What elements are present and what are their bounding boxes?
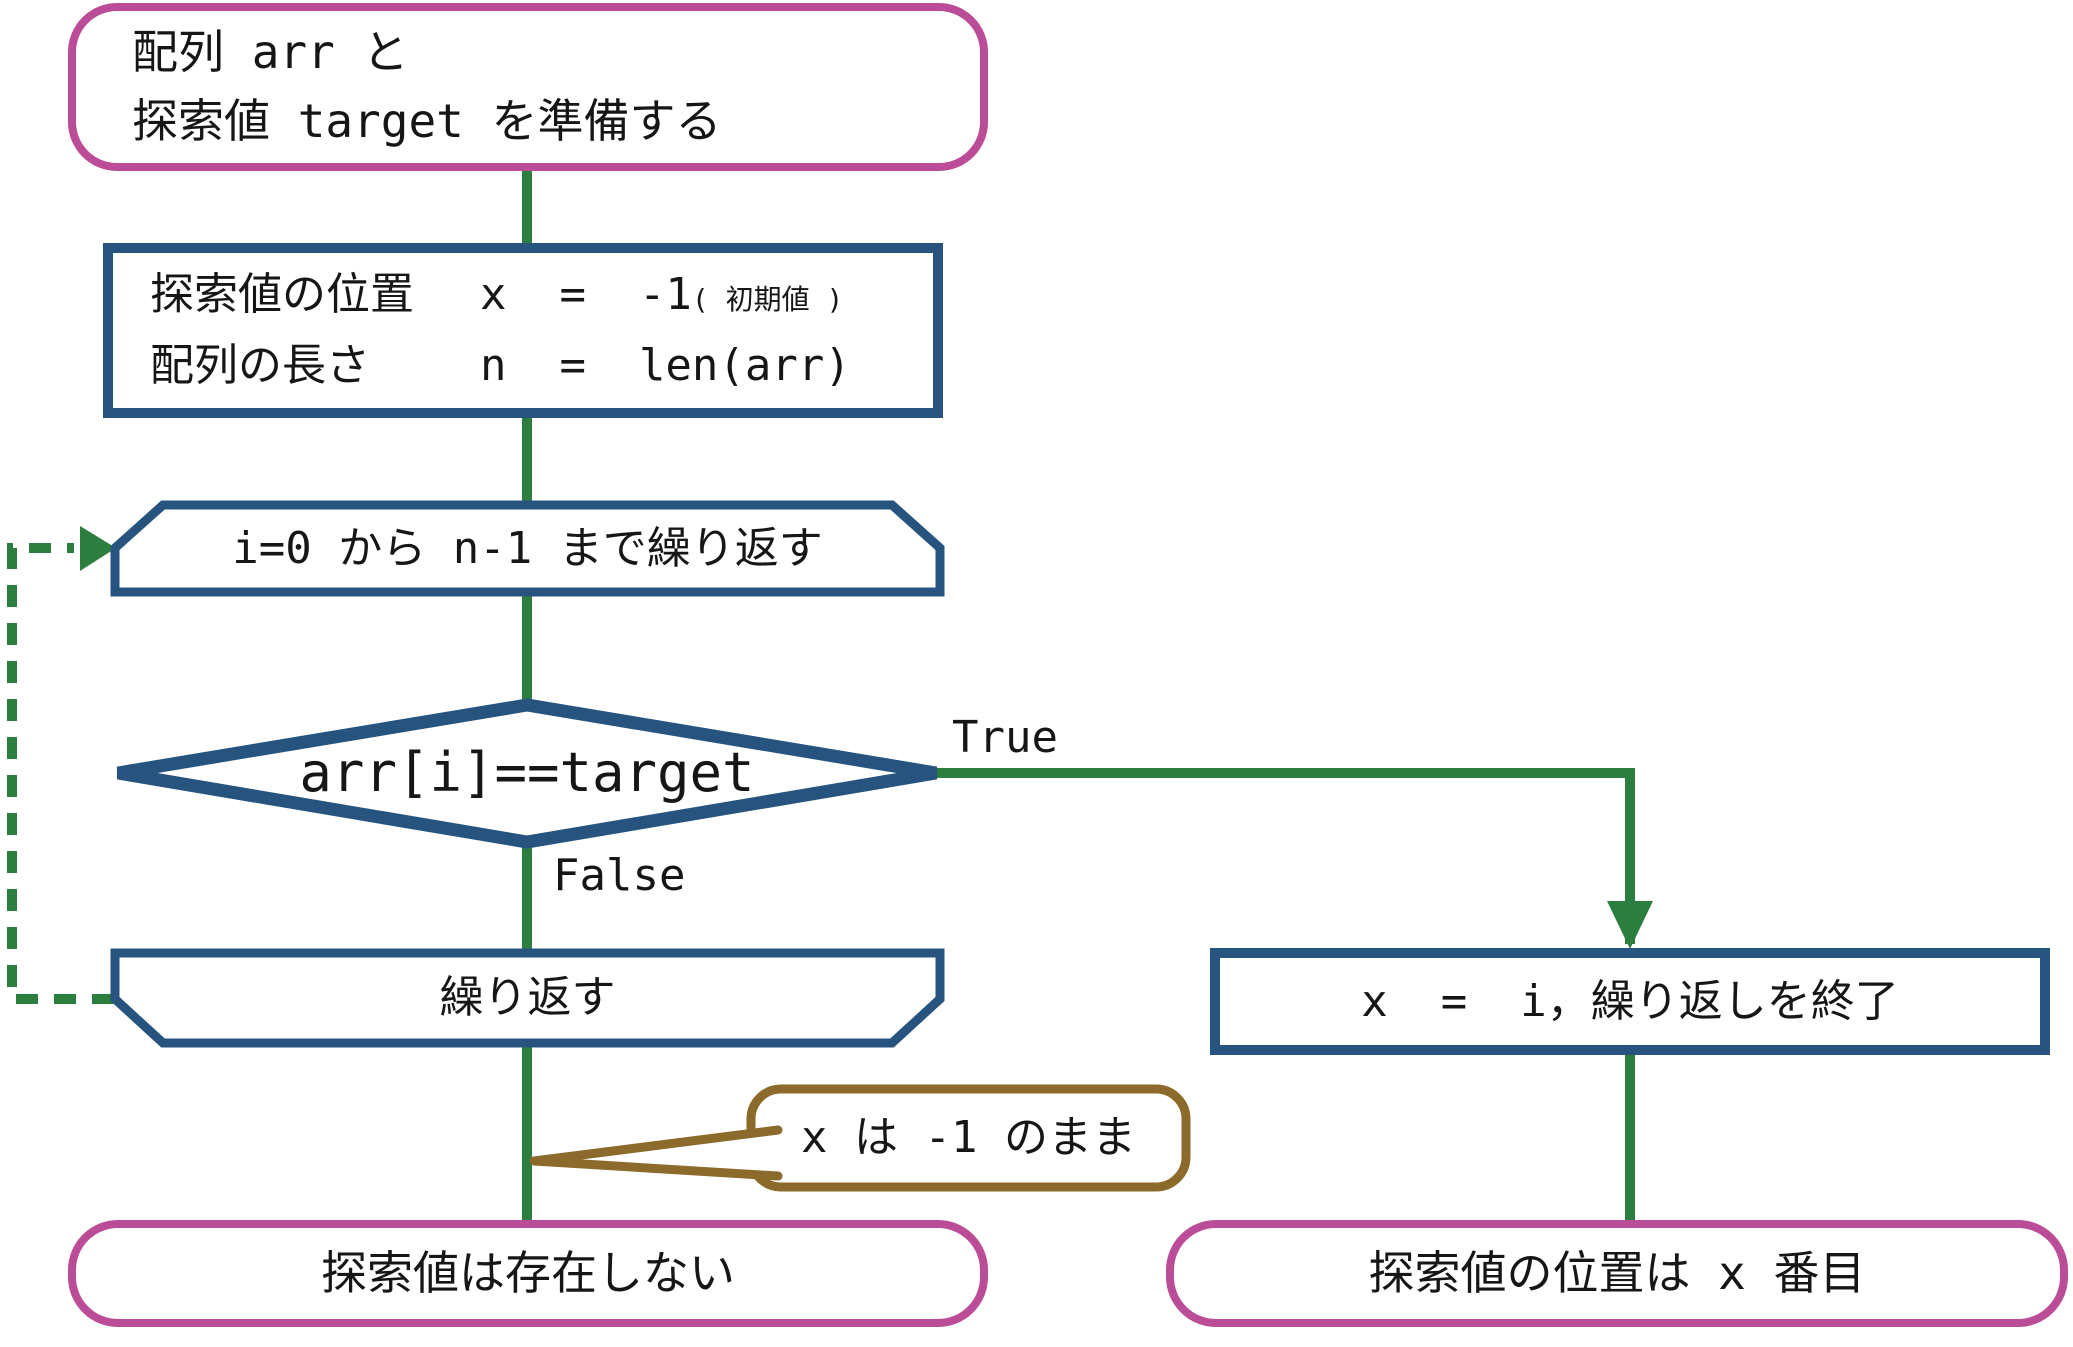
end-notfound-text: 探索値は存在しない xyxy=(321,1245,735,1300)
loopback-dashed-line xyxy=(7,543,114,1004)
end-notfound-shape xyxy=(68,1220,988,1327)
loop-start-text: i=0 から n-1 まで繰り返す xyxy=(232,522,823,574)
decision-diamond-shape xyxy=(116,698,938,849)
end-found-text: 探索値の位置は x 番目 xyxy=(1368,1245,1866,1300)
connector-true-branch xyxy=(936,768,1635,944)
loopback-arrowhead xyxy=(80,526,116,571)
init-n-code: n = len(arr) xyxy=(480,339,851,391)
end-found-shape xyxy=(1166,1220,2068,1327)
start-terminal-text: 配列 arr と 探索値 target を準備する xyxy=(72,7,984,167)
init-row-n: 配列の長さ n = len(arr) xyxy=(150,331,938,401)
decision-condition-text: arr[i]==target xyxy=(299,741,755,805)
init-n-label: 配列の長さ xyxy=(150,339,370,391)
init-x-note: ( 初期値 ) xyxy=(691,283,844,317)
note-bubble-text: x は -1 のまま xyxy=(801,1112,1136,1164)
exit-loop-text: x = i，繰り返しを終了 xyxy=(1361,975,1899,1027)
true-branch-arrowhead xyxy=(1607,901,1653,949)
init-process-text: 探索値の位置 x = -1( 初期値 ) 配列の長さ n = len(arr) xyxy=(108,248,938,413)
init-row-x: 探索値の位置 x = -1( 初期値 ) xyxy=(150,260,938,330)
exit-process-shape xyxy=(1210,948,2050,1055)
loop-end-text: 繰り返す xyxy=(439,972,616,1024)
loop-end-shape xyxy=(110,948,945,1048)
init-x-code: x = -1 xyxy=(480,269,692,321)
start-line-2: 探索値 target を準備する xyxy=(132,94,722,148)
true-branch-label: True xyxy=(952,712,1058,763)
false-branch-label: False xyxy=(553,850,686,901)
init-process-shape xyxy=(103,243,943,418)
loop-start-shape xyxy=(110,500,945,597)
note-bubble-tail xyxy=(529,1125,783,1181)
start-terminal-shape xyxy=(68,3,988,171)
start-line-1: 配列 arr と xyxy=(132,25,409,79)
init-x-label: 探索値の位置 xyxy=(150,269,414,321)
